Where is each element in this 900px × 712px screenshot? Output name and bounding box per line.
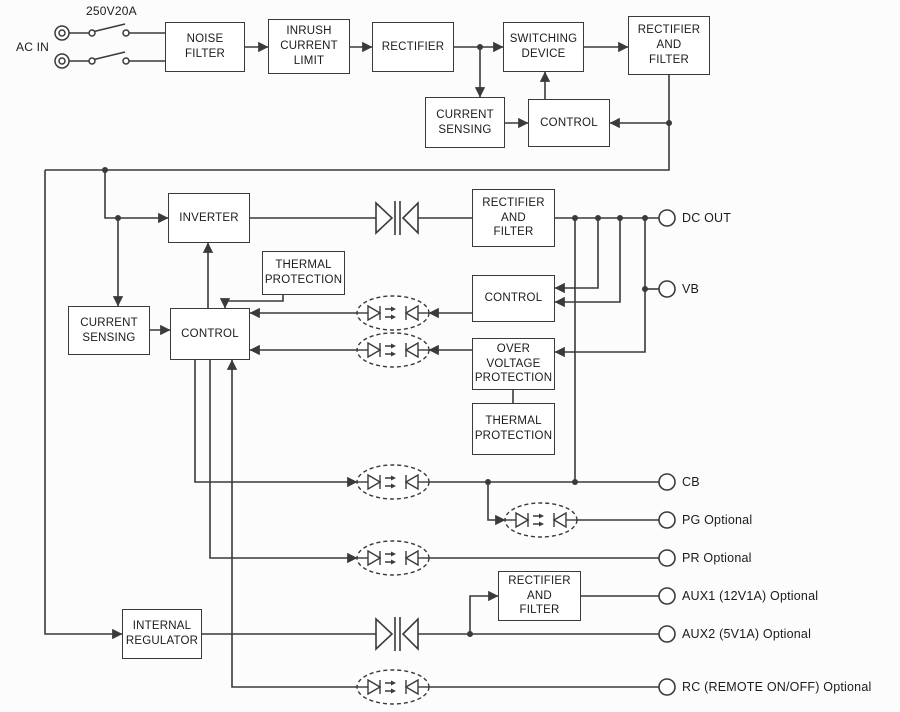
box-over-voltage-protection: OVER VOLTAGE PROTECTION <box>472 338 555 390</box>
terminal-circle-dc-out <box>658 209 676 227</box>
terminal-label-aux2: AUX2 (5V1A) Optional <box>682 627 812 641</box>
box-current-sensing-secondary: CURRENT SENSING <box>68 306 150 355</box>
box-rectifier-filter-primary: RECTIFIER AND FILTER <box>628 16 710 75</box>
box-rectifier-filter-aux: RECTIFIER AND FILTER <box>498 571 581 621</box>
box-thermal-protection-lower: THERMAL PROTECTION <box>472 403 555 455</box>
terminal-circle-aux1 <box>658 587 676 605</box>
terminal-circle-pr <box>658 549 676 567</box>
terminal-label-pr: PR Optional <box>682 551 752 565</box>
breaker-slant-top <box>93 23 126 33</box>
terminal-circle-rc <box>658 678 676 696</box>
terminal-label-rc: RC (REMOTE ON/OFF) Optional <box>682 680 872 694</box>
box-inrush-current-limit: INRUSH CURRENT LIMIT <box>268 19 350 74</box>
ac-in-label: AC IN <box>16 40 50 54</box>
arrow-wires <box>44 41 669 688</box>
box-rectifier-filter-main: RECTIFIER AND FILTER <box>472 189 555 247</box>
optocoupler-icon-pg <box>504 502 578 538</box>
terminal-label-cb: CB <box>682 475 700 489</box>
output-terminals <box>658 209 676 696</box>
terminal-circle-cb <box>658 473 676 491</box>
terminal-label-pg: PG Optional <box>682 513 753 527</box>
box-control-primary: CONTROL <box>170 308 250 360</box>
optocoupler-icon-cb <box>356 464 430 500</box>
breaker-slant-bottom <box>93 51 126 61</box>
terminal-label-vb: VB <box>682 282 700 296</box>
box-control-switching: CONTROL <box>528 99 610 147</box>
optocoupler-icon-ovp <box>356 332 430 368</box>
breaker-icon <box>88 29 130 65</box>
breaker-rating-label: 250V20A <box>86 4 137 18</box>
aux-transformer-icon <box>375 616 419 652</box>
optocoupler-icon-rc <box>356 669 430 705</box>
main-transformer-icon <box>375 200 419 236</box>
box-inverter: INVERTER <box>168 193 250 243</box>
terminal-label-dc-out: DC OUT <box>682 211 732 225</box>
box-rectifier-input: RECTIFIER <box>372 22 454 72</box>
junction-dots <box>102 44 672 637</box>
box-switching-device: SWITCHING DEVICE <box>503 22 584 72</box>
ac-input-terminals <box>54 25 70 69</box>
box-noise-filter: NOISE FILTER <box>165 22 245 72</box>
terminal-label-aux1: AUX1 (12V1A) Optional <box>682 589 819 603</box>
box-current-sensing-primary: CURRENT SENSING <box>425 97 505 148</box>
box-control-secondary: CONTROL <box>472 275 555 322</box>
terminal-circle-pg <box>658 511 676 529</box>
optocoupler-icon-control <box>356 295 430 331</box>
box-thermal-protection-upper: THERMAL PROTECTION <box>262 251 345 295</box>
terminal-circle-aux2 <box>658 625 676 643</box>
box-internal-regulator: INTERNAL REGULATOR <box>122 609 202 659</box>
terminal-circle-vb <box>658 280 676 298</box>
optocoupler-icon-pr <box>356 540 430 576</box>
